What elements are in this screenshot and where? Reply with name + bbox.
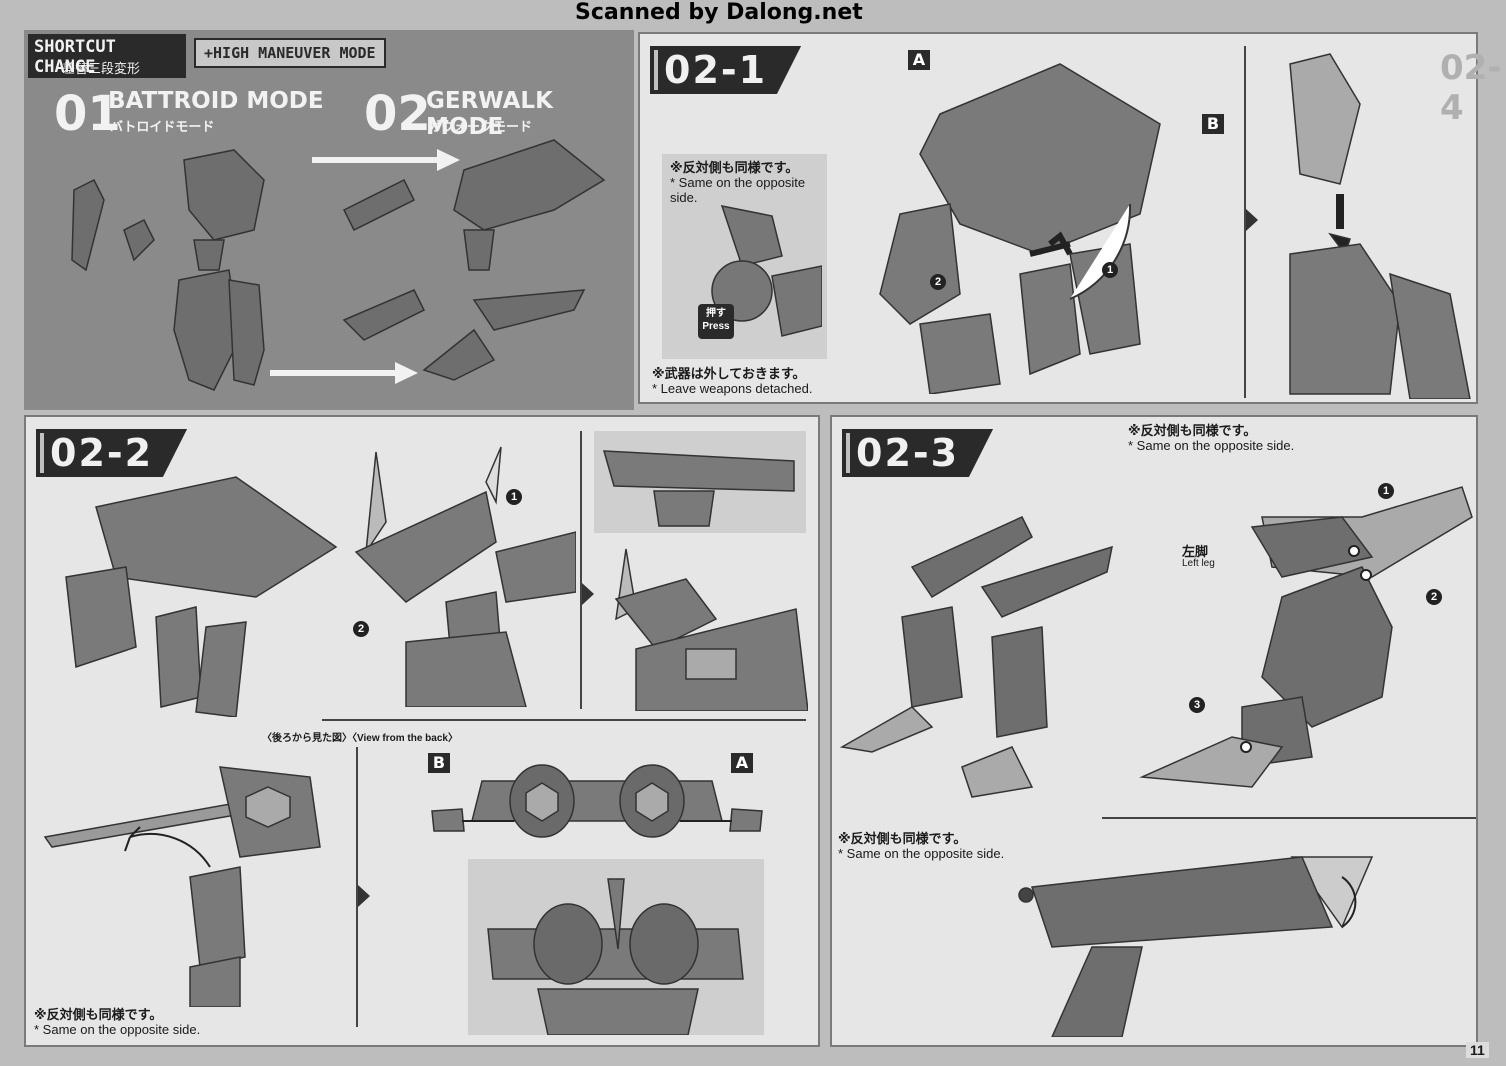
next-chevron bbox=[1246, 209, 1258, 231]
press-label-jp: 押す bbox=[706, 308, 726, 319]
leg-num-1: 1 bbox=[1378, 483, 1394, 499]
wing-num-2: 2 bbox=[353, 621, 369, 637]
leg-num-2: 2 bbox=[1426, 589, 1442, 605]
panel-divider bbox=[1244, 46, 1246, 398]
left-leg-label-en: Left leg bbox=[1182, 558, 1215, 569]
press-label-en: Press bbox=[702, 321, 730, 332]
mode-01-number: 01 bbox=[54, 86, 121, 142]
left-leg-label: 左脚 bbox=[1182, 544, 1209, 559]
step-num-2: 2 bbox=[930, 274, 946, 290]
panel-divider-2 bbox=[356, 747, 358, 1027]
mode-02-number: 02 bbox=[364, 86, 431, 142]
backpack-result-box bbox=[468, 859, 764, 1035]
step-02-4-tag: 02-4 bbox=[1440, 48, 1502, 128]
left-leg-figure bbox=[1139, 486, 1473, 788]
high-maneuver-badge: +HIGH MANEUVER MODE bbox=[194, 38, 386, 68]
watermark: Scanned by Dalong.net bbox=[575, 0, 863, 25]
back-view-figure bbox=[43, 766, 321, 1007]
step-02-2-tag: 02-2 bbox=[36, 429, 188, 477]
step-02-2-panel: 02-2 1 2 bbox=[24, 415, 820, 1047]
step-02-1-panel: 02-1 ※反対側も同様です。 * Same on the opposite s… bbox=[638, 32, 1501, 404]
step-02-1-tag: 02-1 bbox=[650, 46, 802, 94]
shortcut-title: SHORTCUT CHANGE bbox=[34, 37, 116, 77]
mode-arrow-top bbox=[312, 149, 460, 171]
shortcut-change-panel: SHORTCUT CHANGE 差替三段変形 +HIGH MANEUVER MO… bbox=[24, 30, 634, 410]
weapons-note: ※武器は外しておきます。 * Leave weapons detached. bbox=[652, 366, 813, 396]
panel-divider-1 bbox=[580, 431, 582, 709]
thigh-figure bbox=[1018, 856, 1374, 1037]
next-chevron-1 bbox=[582, 583, 594, 605]
back-callout-a: A bbox=[731, 753, 753, 773]
legs-figure bbox=[839, 516, 1113, 798]
step-02-3-panel: 02-3 ※反対側も同様です。 * Same on the opposite s… bbox=[830, 415, 1478, 1047]
back-callout-b: B bbox=[428, 753, 450, 773]
opposite-side-note-2: ※反対側も同様です。 * Same on the opposite side. bbox=[34, 1007, 201, 1037]
mode-02-name: GERWALK MODE bbox=[426, 88, 553, 140]
backpack-result-figure bbox=[487, 878, 744, 1035]
detail-top-box bbox=[594, 431, 806, 533]
step-02-1-inset: ※反対側も同様です。 * Same on the opposite side. … bbox=[662, 154, 827, 359]
step-num-1: 1 bbox=[1102, 262, 1118, 278]
hip-joint-figure bbox=[711, 205, 822, 337]
mode-02-name-jp: ガウォークモード bbox=[428, 119, 533, 134]
callout-a: A bbox=[908, 50, 930, 70]
leg-num-3: 3 bbox=[1189, 697, 1205, 713]
gerwalk-body-figure bbox=[879, 63, 1161, 394]
detail-top-figure bbox=[602, 450, 795, 527]
row-divider-3 bbox=[1102, 817, 1476, 819]
opposite-side-note: ※反対側も同様です。 * Same on the opposite side. bbox=[670, 160, 806, 205]
row-divider bbox=[322, 719, 806, 721]
opposite-side-note-4: ※反対側も同様です。 * Same on the opposite side. bbox=[838, 831, 1005, 861]
shortcut-subtitle-jp: 差替三段変形 bbox=[62, 61, 141, 76]
press-badge: 押す Press bbox=[698, 304, 734, 339]
wing-num-1: 1 bbox=[506, 489, 522, 505]
backpack-figure bbox=[431, 764, 763, 838]
next-chevron-2 bbox=[358, 885, 370, 907]
battroid-figure bbox=[71, 149, 265, 391]
step-02-4-figure bbox=[1289, 53, 1471, 399]
gerwalk-figure bbox=[342, 139, 606, 381]
shortcut-title-box: SHORTCUT CHANGE 差替三段変形 bbox=[28, 34, 186, 78]
detail-bottom-figure bbox=[614, 548, 808, 711]
mode-arrow-bottom bbox=[270, 362, 418, 384]
gerwalk-wing-figure bbox=[65, 476, 338, 717]
mode-01-name-jp: バトロイドモード bbox=[110, 119, 215, 134]
step-02-3-tag: 02-3 bbox=[842, 429, 994, 477]
page-number: 11 bbox=[1466, 1042, 1489, 1058]
opposite-side-note-3: ※反対側も同様です。 * Same on the opposite side. bbox=[1128, 423, 1295, 453]
mode-01-name: BATTROID MODE bbox=[108, 88, 324, 114]
callout-b: B bbox=[1202, 114, 1224, 134]
view-from-back-label: 〈後ろから見た図〉〈View from the back〉 bbox=[262, 733, 458, 744]
wing-fold-figure bbox=[354, 446, 576, 707]
